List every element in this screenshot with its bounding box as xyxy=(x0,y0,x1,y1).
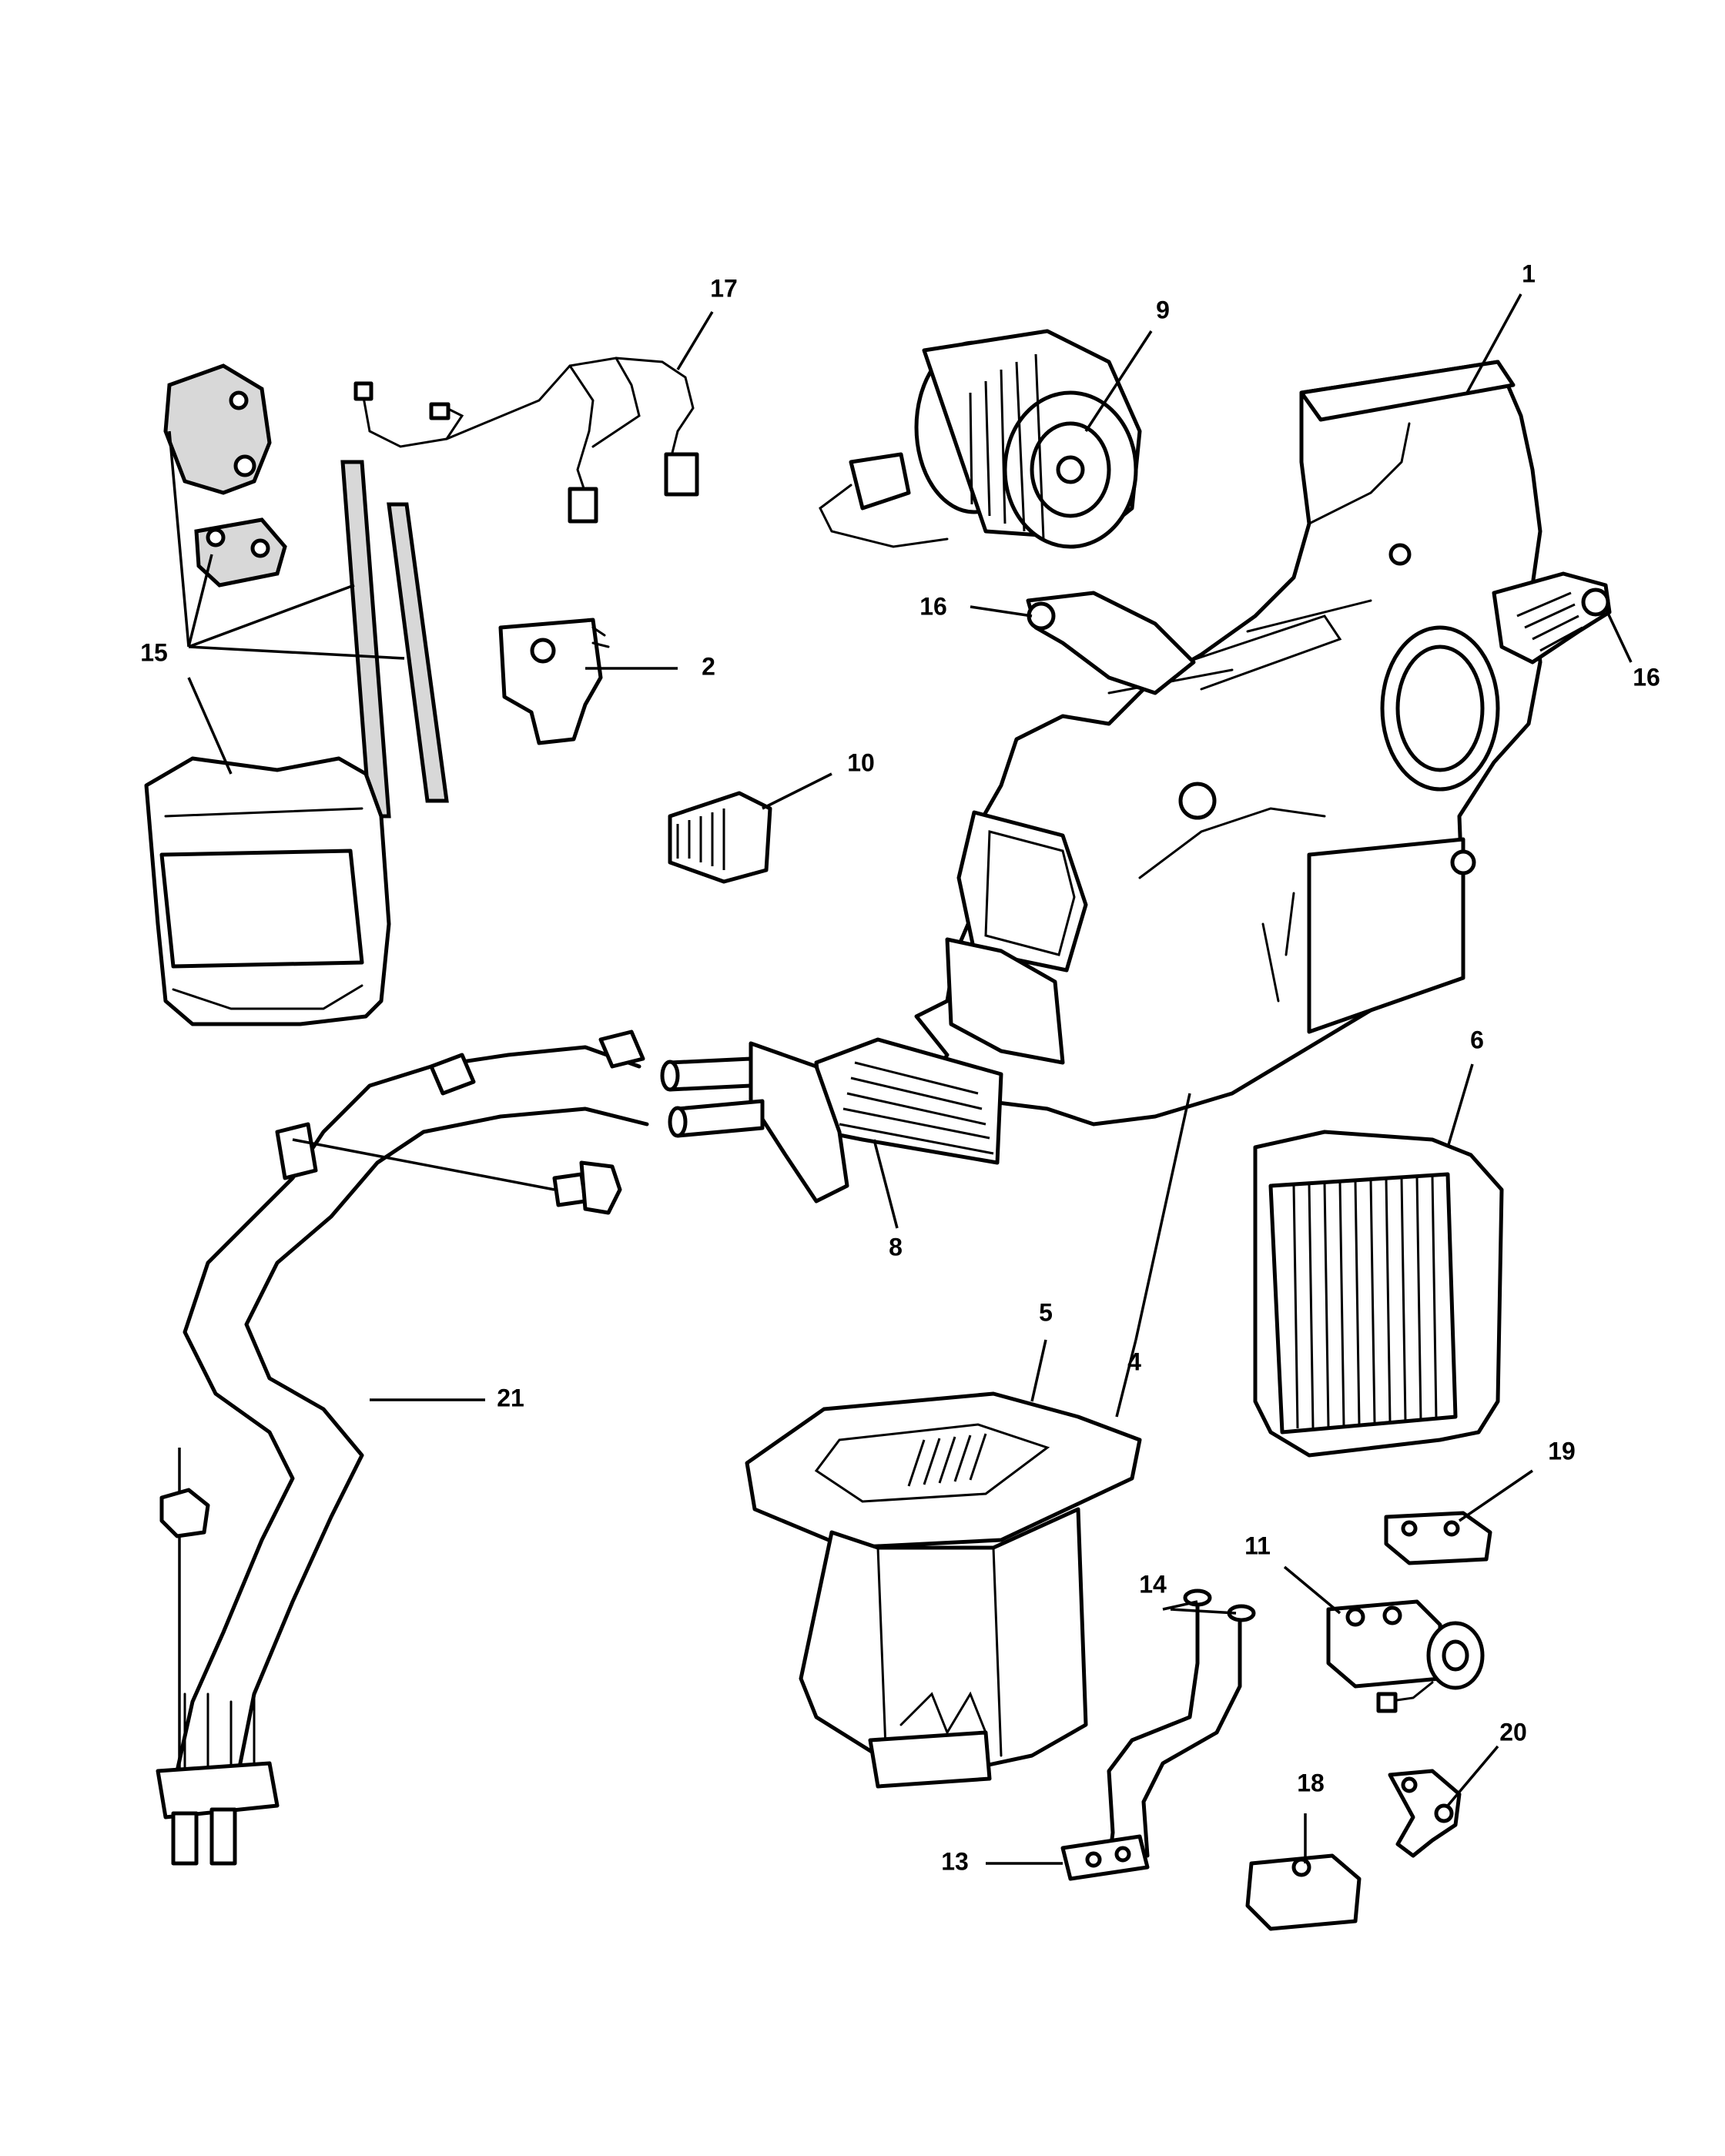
leader-lines xyxy=(168,293,1633,1865)
callout-13: 13 xyxy=(941,1847,969,1875)
callout-19: 19 xyxy=(1548,1437,1576,1465)
leader-17 xyxy=(676,311,714,370)
callout-11: 11 xyxy=(1244,1532,1271,1559)
leader-6 xyxy=(1446,1063,1474,1148)
leader-8 xyxy=(873,1139,899,1229)
hvac-housing-part-1 xyxy=(914,360,1542,1127)
leader-9 xyxy=(1084,330,1153,432)
block-part-19 xyxy=(1384,1511,1492,1565)
leader-11 xyxy=(1283,1565,1341,1615)
leader-4b xyxy=(1115,1339,1137,1418)
callout-15: 15 xyxy=(140,638,168,666)
bracket-part-20 xyxy=(1388,1769,1462,1858)
expansion-valve-part-11 xyxy=(1326,1599,1485,1713)
leader-16a xyxy=(970,605,1033,618)
leader-15b xyxy=(187,554,213,648)
callout-18: 18 xyxy=(1297,1769,1325,1796)
lower-housing-part-5 xyxy=(745,1391,1142,1789)
callout-21: 21 xyxy=(497,1384,524,1411)
evaporator-part-6 xyxy=(1253,1130,1504,1458)
leader-15a xyxy=(168,430,190,648)
callout-2: 2 xyxy=(702,652,715,680)
callout-20: 20 xyxy=(1499,1718,1527,1746)
leader-bolt xyxy=(292,1138,555,1191)
leader-4 xyxy=(1134,1093,1191,1341)
leader-15c xyxy=(188,584,355,648)
leader-5 xyxy=(1030,1339,1047,1402)
leader-16b xyxy=(1604,608,1633,663)
block-part-18 xyxy=(1245,1853,1362,1931)
callout-9: 9 xyxy=(1156,296,1170,323)
leader-15d xyxy=(188,645,405,660)
seal-plate-large-part-15 xyxy=(163,363,272,495)
nut-fastener xyxy=(159,1488,210,1538)
seal-strip-left-part-15 xyxy=(340,460,391,819)
blower-motor-part-9 xyxy=(819,329,1142,549)
leader-10 xyxy=(762,772,832,810)
wire-harness-part-17 xyxy=(353,357,699,524)
callout-17: 17 xyxy=(710,274,738,302)
air-filter-housing-part-15 xyxy=(144,756,391,1026)
liquid-line-tube-part-14 xyxy=(1107,1589,1256,1866)
callout-16a: 16 xyxy=(919,592,947,620)
tube-block-part-13 xyxy=(1060,1834,1150,1881)
callout-10: 10 xyxy=(847,748,875,776)
mounting-bracket-left-part-16 xyxy=(1026,591,1196,695)
sensor-part-2 xyxy=(498,618,610,745)
heater-core-part-8 xyxy=(660,1037,1003,1204)
blower-resistor-part-10 xyxy=(668,791,772,884)
callout-labels: 1 9 17 16 16 15 2 10 6 8 5 4 21 19 11 14… xyxy=(140,259,1660,1875)
callout-1: 1 xyxy=(1522,259,1536,287)
callout-5: 5 xyxy=(1039,1298,1053,1326)
callout-6: 6 xyxy=(1470,1026,1484,1053)
callout-14: 14 xyxy=(1139,1570,1167,1598)
callout-8: 8 xyxy=(889,1233,903,1260)
leader-20 xyxy=(1446,1745,1499,1807)
heater-hose-assembly-part-21 xyxy=(156,1029,649,1866)
leader-14a xyxy=(1162,1600,1198,1611)
callout-4: 4 xyxy=(1127,1348,1141,1375)
leader-15e xyxy=(187,677,233,775)
bolt-fastener xyxy=(552,1160,622,1215)
seal-strip-right-part-15 xyxy=(387,502,449,803)
leader-19 xyxy=(1459,1469,1533,1522)
leader-1 xyxy=(1465,293,1522,393)
mounting-bracket-right-part-16 xyxy=(1492,571,1612,665)
callout-16b: 16 xyxy=(1633,663,1660,691)
seal-plate-small-part-15 xyxy=(194,517,287,588)
leader-14b xyxy=(1170,1608,1237,1615)
